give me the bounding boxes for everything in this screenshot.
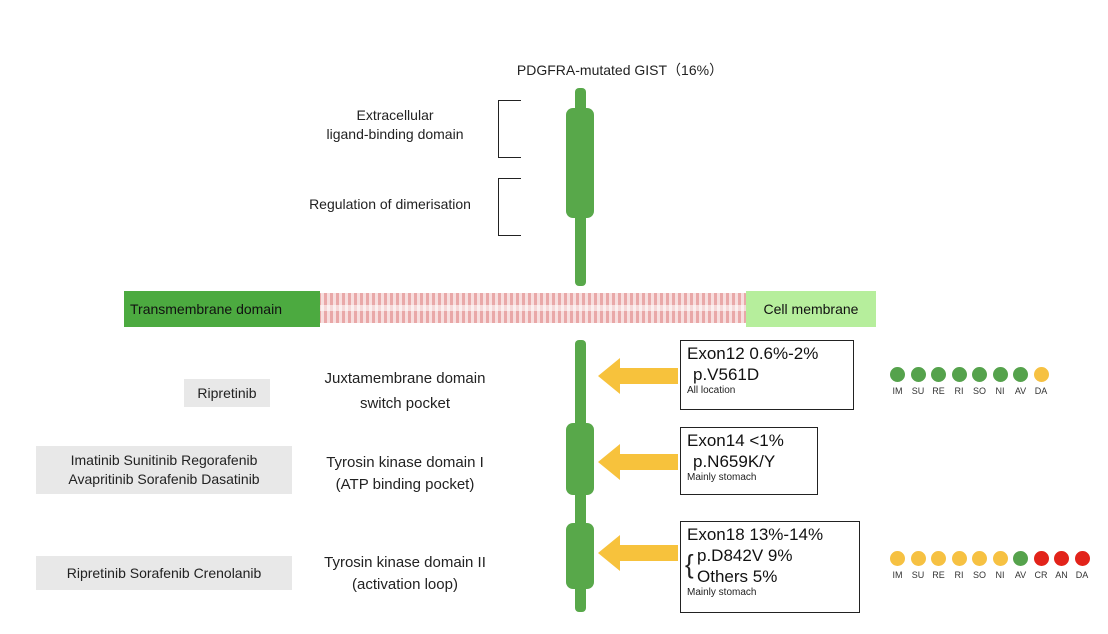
sensitivity-dot-da xyxy=(1074,551,1090,566)
exon18-info-box: Exon18 13%-14% { p.D842V 9% Others 5% Ma… xyxy=(680,521,860,613)
exon18-variant-group: { p.D842V 9% Others 5% xyxy=(685,545,853,587)
domain-line2: switch pocket xyxy=(359,395,451,412)
sensitivity-dot-so xyxy=(972,367,987,382)
brace-symbol: { xyxy=(685,549,694,579)
sensitivity-dot-ri xyxy=(951,551,967,566)
sensitivity-label-av: AV xyxy=(1014,386,1027,396)
arrow-head-exon18 xyxy=(598,535,620,571)
sensitivity-label-cr: CR xyxy=(1034,570,1048,580)
domain-line1: Tyrosin kinase domain I xyxy=(326,454,484,471)
sensitivity-dot-im xyxy=(890,367,905,382)
exon18-variant-1: p.D842V 9% xyxy=(697,546,793,565)
drug-box-juxtamembrane: Ripretinib xyxy=(184,379,270,407)
sensitivity-dot-su xyxy=(910,551,926,566)
receptor-kinase1-node xyxy=(566,423,594,495)
transmembrane-domain-box: Transmembrane domain xyxy=(124,291,320,327)
sensitivity-label-im: IM xyxy=(892,570,903,580)
sensitivity-dot-im xyxy=(890,551,905,566)
exon18-location: Mainly stomach xyxy=(687,587,757,598)
sensitivity-dot-ni xyxy=(992,551,1008,566)
exon12-info-box: Exon12 0.6%-2% p.V561D All location xyxy=(680,340,854,410)
exon14-info-box: Exon14 <1% p.N659K/Y Mainly stomach xyxy=(680,427,818,495)
exon12-label: Exon12 0.6%-2% xyxy=(687,344,819,363)
ligand-domain-line2: ligand-binding domain xyxy=(326,126,464,142)
sensitivity-label-ni: NI xyxy=(995,570,1005,580)
sensitivity-label-ri: RI xyxy=(954,386,964,396)
sensitivity-label-im: IM xyxy=(892,386,903,396)
exon12-location: All location xyxy=(687,385,736,396)
domain-label-kinase2: Tyrosin kinase domain II (activation loo… xyxy=(290,552,520,596)
drug-box-kinase2: Ripretinib Sorafenib Crenolanib xyxy=(36,556,292,590)
domain-line2: (ATP binding pocket) xyxy=(335,476,475,493)
sensitivity-dot-av xyxy=(1013,367,1028,382)
exon14-location: Mainly stomach xyxy=(687,472,757,483)
dimerisation-bracket xyxy=(498,178,521,236)
drug-list-line: Imatinib Sunitinib Regorafenib xyxy=(70,452,258,468)
drug-list-line: Ripretinib xyxy=(197,385,257,401)
diagram-title: PDGFRA-mutated GIST（16%） xyxy=(516,62,724,78)
ligand-domain-line1: Extracellular xyxy=(356,107,434,123)
sensitivity-dot-su xyxy=(910,367,926,382)
sensitivity-dot-av xyxy=(1013,551,1028,566)
sensitivity-label-ni: NI xyxy=(995,386,1005,396)
sensitivity-dot-so xyxy=(972,551,987,566)
cell-membrane-box: Cell membrane xyxy=(746,291,876,327)
sensitivity-label-so: SO xyxy=(972,570,986,580)
arrow-head-exon12 xyxy=(598,358,620,394)
ligand-domain-label: Extracellular ligand-binding domain xyxy=(295,106,495,144)
sensitivity-label-da: DA xyxy=(1034,386,1048,396)
sensitivity-label-re: RE xyxy=(932,570,945,580)
exon18-variant-2: Others 5% xyxy=(697,567,778,586)
sensitivity-dots-exon12: IM SU RE RI SO NI AV DA xyxy=(888,367,1088,403)
domain-line1: Juxtamembrane domain xyxy=(324,370,486,387)
sensitivity-dot-re xyxy=(931,551,946,566)
sensitivity-label-an: AN xyxy=(1055,570,1068,580)
domain-label-juxtamembrane: Juxtamembrane domain switch pocket xyxy=(290,366,520,416)
arrow-body-exon18 xyxy=(618,545,678,561)
drug-box-kinase1: Imatinib Sunitinib Regorafenib Avapritin… xyxy=(36,446,292,494)
domain-label-kinase1: Tyrosin kinase domain I (ATP binding poc… xyxy=(290,452,520,496)
sensitivity-dot-cr xyxy=(1033,551,1049,566)
sensitivity-dot-ri xyxy=(951,367,967,382)
receptor-kinase2-node xyxy=(566,523,594,589)
sensitivity-label-av: AV xyxy=(1014,570,1027,580)
exon12-variant: p.V561D xyxy=(693,365,760,384)
domain-line2: (activation loop) xyxy=(352,576,458,593)
sensitivity-label-so: SO xyxy=(972,386,986,396)
sensitivity-dots-exon18: IM SU RE RI SO NI AV CR AN DA xyxy=(888,551,1103,587)
sensitivity-label-su: SU xyxy=(911,386,925,396)
dimerisation-label: Regulation of dimerisation xyxy=(309,196,471,212)
sensitivity-label-su: SU xyxy=(911,570,925,580)
sensitivity-dot-re xyxy=(931,367,946,382)
sensitivity-dot-da xyxy=(1033,367,1049,382)
sensitivity-dot-ni xyxy=(992,367,1008,382)
arrow-body-exon14 xyxy=(618,454,678,470)
exon18-label: Exon18 13%-14% xyxy=(687,525,824,544)
arrow-body-exon12 xyxy=(618,368,678,384)
cell-membrane-core xyxy=(318,305,748,311)
sensitivity-label-da: DA xyxy=(1075,570,1089,580)
exon14-variant: p.N659K/Y xyxy=(693,452,776,471)
sensitivity-label-re: RE xyxy=(932,386,945,396)
arrow-head-exon14 xyxy=(598,444,620,480)
exon14-label: Exon14 <1% xyxy=(687,431,784,450)
domain-line1: Tyrosin kinase domain II xyxy=(324,554,486,571)
sensitivity-dot-an xyxy=(1054,551,1069,566)
ligand-domain-bracket xyxy=(498,100,521,158)
receptor-extracellular-node xyxy=(566,108,594,218)
drug-list-line: Avapritinib Sorafenib Dasatinib xyxy=(68,471,260,487)
drug-list-line: Ripretinib Sorafenib Crenolanib xyxy=(66,565,262,581)
sensitivity-label-ri: RI xyxy=(954,570,964,580)
